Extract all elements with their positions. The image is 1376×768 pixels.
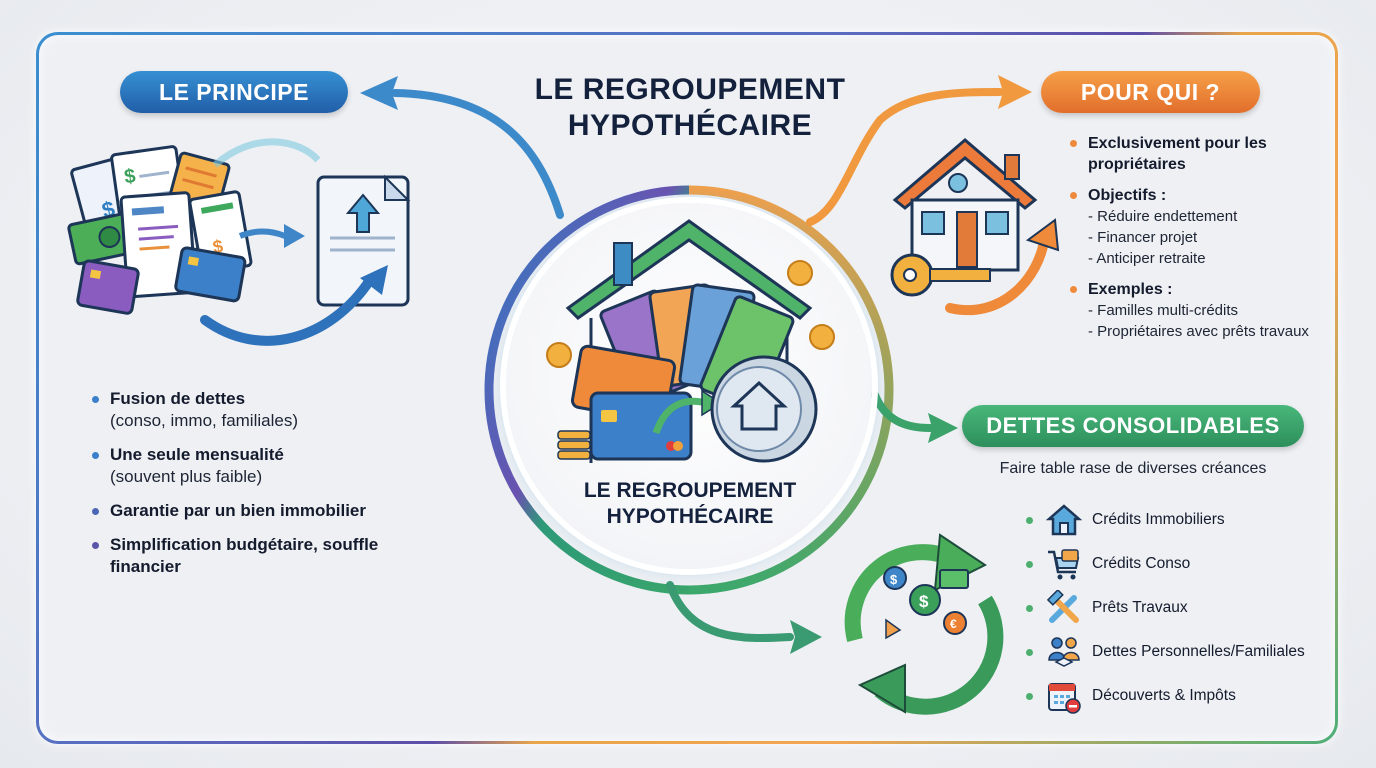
house-icon [1046, 504, 1082, 536]
house-coin-icon [710, 355, 818, 463]
coins-icon [557, 430, 591, 460]
list-item: Fusion de dettes(conso, immo, familiales… [90, 388, 420, 432]
arrow-to-principe [360, 76, 564, 219]
dettes-caption: Faire table rase de diverses créances [999, 460, 1267, 477]
list-item: Crédits Conso [1026, 542, 1305, 586]
list-item: Crédits Immobiliers [1026, 498, 1305, 542]
bullet [1026, 604, 1033, 612]
page-title: LE REGROUPEMENT HYPOTHÉCAIRE [534, 73, 846, 142]
svg-text:$: $ [123, 165, 137, 188]
principe-heading: LE PRINCIPE [120, 71, 348, 113]
shopping-cart-icon [1048, 549, 1080, 580]
dollar-coin-icon [546, 260, 813, 368]
svg-text:€: € [950, 617, 957, 631]
center-ring [484, 185, 894, 595]
arrow-to-pour-qui [806, 75, 1032, 226]
list-item: Exemples : - Familles multi-crédits - Pr… [1068, 279, 1348, 342]
documents-merge-illustration: $ $ $ [67, 138, 411, 346]
bullet [1026, 648, 1033, 656]
svg-text:$: $ [919, 592, 929, 611]
center-label: LE REGROUPEMENT HYPOTHÉCAIRE [583, 479, 797, 528]
list-item: Une seule mensualité(souvent plus faible… [90, 444, 420, 488]
arrow-to-dettes [871, 391, 958, 443]
euro-coin-icon [809, 324, 835, 350]
pour-qui-heading: POUR QUI ? [1041, 71, 1260, 113]
pour-qui-list: Exclusivement pour les propriétaires Obj… [1068, 133, 1348, 352]
bullet [1026, 516, 1033, 524]
center-medallion [506, 203, 872, 569]
dettes-list: Crédits Immobiliers Crédits Conso Prêts … [1026, 498, 1305, 718]
principe-list: Fusion de dettes(conso, immo, familiales… [90, 388, 420, 590]
list-item: Garantie par un bien immobilier [90, 500, 420, 522]
consolidation-cycle-illustration: $ $ € [844, 533, 1004, 715]
list-item: Objectifs : - Réduire endettement - Fina… [1068, 185, 1348, 269]
list-item: Simplification budgétaire, souffle finan… [90, 534, 420, 578]
list-item: Découverts & Impôts [1026, 674, 1305, 718]
dettes-heading: DETTES CONSOLIDABLES [962, 405, 1304, 447]
list-item: Exclusivement pour les propriétaires [1068, 133, 1348, 175]
bullet [1026, 560, 1033, 568]
tools-icon [1046, 590, 1079, 623]
center-illustration [546, 219, 835, 463]
list-item: Prêts Travaux [1026, 586, 1305, 630]
list-item: Dettes Personnelles/Familiales [1026, 630, 1305, 674]
people-handshake-icon [1048, 637, 1080, 667]
calendar-minus-icon [1048, 683, 1081, 714]
bullet [1026, 692, 1033, 700]
arrow-to-cycle [666, 581, 822, 654]
svg-text:$: $ [890, 572, 898, 587]
house-key-illustration [890, 138, 1060, 316]
